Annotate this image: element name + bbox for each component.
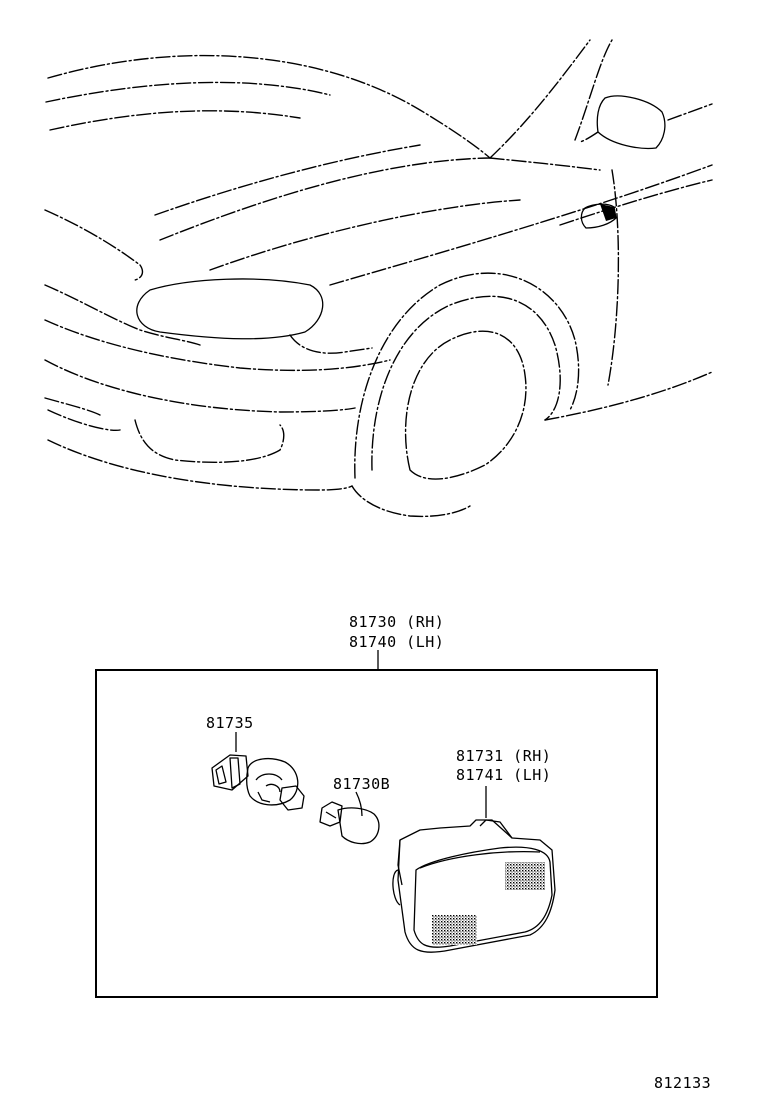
lens-part-number-rh: 81731 (RH) — [456, 747, 552, 765]
diagram-code: 812133 — [654, 1074, 712, 1092]
lens-part-number-lh: 81741 (LH) — [456, 766, 552, 784]
car-front-illustration — [44, 39, 713, 518]
assembly-frame — [95, 669, 658, 998]
assembly-callout — [95, 650, 658, 998]
bulb-part — [319, 791, 380, 845]
socket-part-number: 81735 — [206, 714, 254, 732]
socket-part — [211, 732, 305, 811]
lens-part — [392, 786, 556, 953]
assembly-part-number-lh: 81740 (LH) — [349, 633, 445, 651]
assembly-part-number-rh: 81730 (RH) — [349, 613, 445, 631]
bulb-part-number: 81730B — [333, 775, 391, 793]
